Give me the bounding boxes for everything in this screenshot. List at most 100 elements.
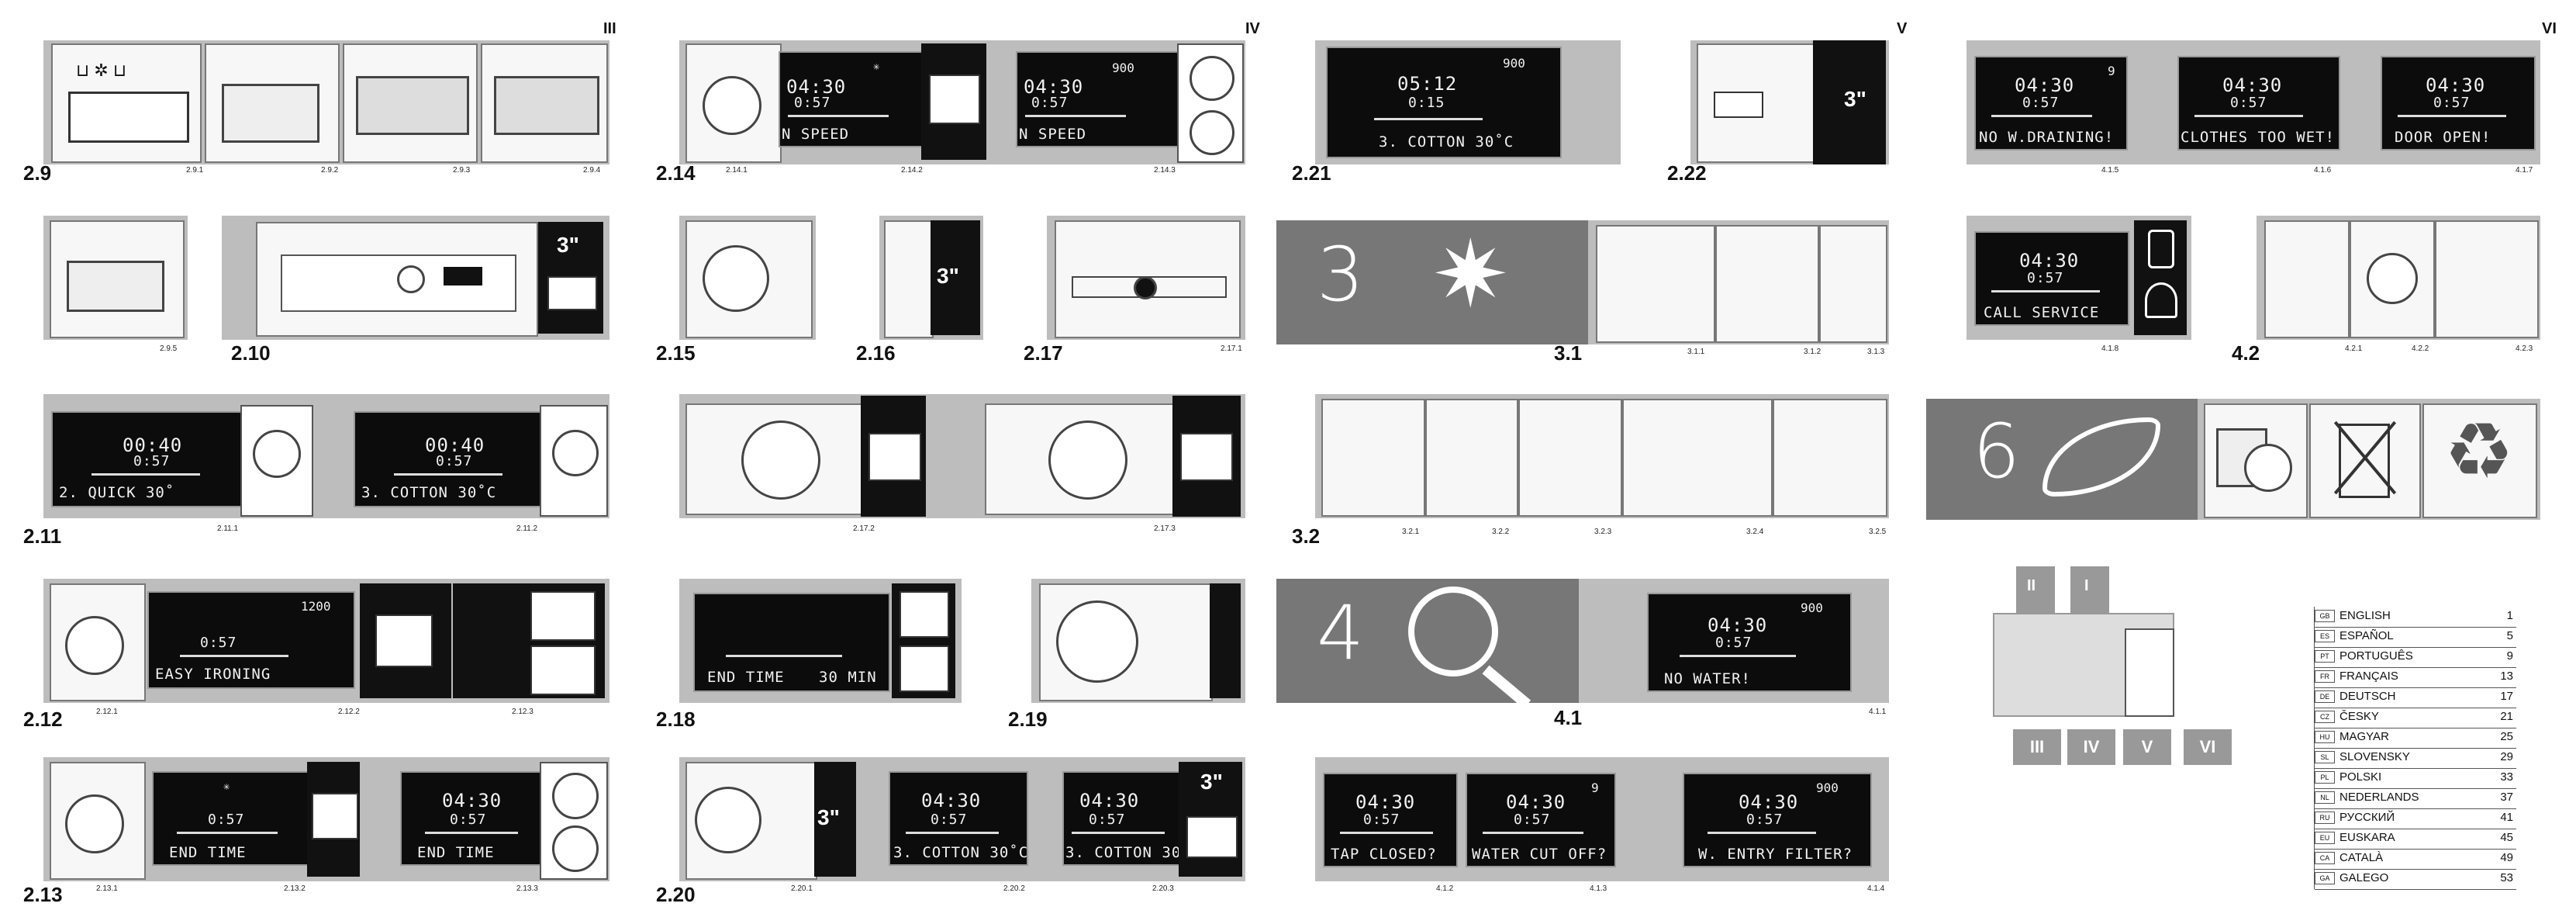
lcd-remaining: 0:57 <box>1715 635 1752 651</box>
lcd-display: 04:30 0:57 CLOTHES TOO WET! <box>2177 56 2340 151</box>
figure-number: 2.11 <box>23 524 62 548</box>
lcd-display: 04:30 0:57 3. COTTON 30˚C <box>889 771 1028 866</box>
knob-illustration <box>240 405 313 517</box>
figure-number: 4.2 <box>2232 341 2260 365</box>
filter-illustration <box>1425 399 1518 517</box>
knob-illustration <box>985 403 1174 515</box>
lcd-display: 9 04:30 0:57 WATER CUT OFF? <box>1466 773 1616 867</box>
option-button-panel <box>360 583 451 698</box>
knob-illustration <box>540 762 608 880</box>
language-page: 21 <box>2500 710 2513 723</box>
lcd-message: CALL SERVICE <box>1984 304 2100 321</box>
filter-illustration <box>1773 399 1887 517</box>
lcd-rpm: 1200 <box>301 599 331 614</box>
sub-label: 3.1.3 <box>1867 348 1885 356</box>
language-page: 37 <box>2500 791 2513 804</box>
language-code: HU <box>2315 731 2335 743</box>
sub-label: 2.9.5 <box>160 344 178 353</box>
language-name: CATALÀ <box>2339 851 2384 864</box>
lcd-display: 04:30 0:57 DOOR OPEN! <box>2381 56 2536 151</box>
tab-iii: III <box>2013 729 2061 765</box>
technician-icon <box>2145 282 2177 318</box>
lcd-remaining: 0:57 <box>436 453 473 469</box>
sub-label: 2.20.3 <box>1152 884 1174 893</box>
language-page: 25 <box>2500 730 2513 743</box>
lcd-time: 04:30 <box>1708 614 1768 636</box>
phone-icon <box>2148 230 2174 268</box>
lcd-rpm: 900 <box>1801 600 1823 615</box>
language-name: GALEGO <box>2339 871 2389 884</box>
lcd-message: N SPEED <box>1019 126 1087 143</box>
figure-number: 2.18 <box>656 708 696 731</box>
lcd-time: 04:30 <box>1506 791 1566 813</box>
language-page: 9 <box>2506 649 2513 663</box>
language-page: 13 <box>2500 670 2513 683</box>
sub-label: 3.1.1 <box>1687 348 1705 356</box>
filter-illustration <box>1622 399 1773 517</box>
language-name: NEDERLANDS <box>2339 791 2419 804</box>
sub-label: 4.1.7 <box>2516 166 2533 175</box>
sub-label: 4.1.6 <box>2314 166 2332 175</box>
lcd-rpm: 900 <box>1503 56 1525 71</box>
button-icon <box>547 276 597 310</box>
drawer-pull-illustration <box>205 43 340 163</box>
lcd-display: ✳ 0:57 END TIME <box>152 771 310 866</box>
sub-label: 2.17.1 <box>1221 344 1242 353</box>
drawer-reinsert-illustration <box>50 220 185 338</box>
figure-number: 2.17 <box>1024 341 1063 365</box>
sub-label: 2.14.1 <box>726 166 748 175</box>
sub-label: 2.9.2 <box>321 166 339 175</box>
lcd-message: NO W.DRAINING! <box>1979 129 2115 146</box>
language-name: ČESKY <box>2339 710 2379 723</box>
lcd-message: NO WATER! <box>1664 670 1751 687</box>
sub-label: 4.2.2 <box>2412 344 2429 353</box>
tab-v: V <box>2123 729 2171 765</box>
button-panel <box>861 396 926 517</box>
control-panel-illustration <box>256 222 538 337</box>
lcd-message: WATER CUT OFF? <box>1472 846 1607 863</box>
booklet-label-ii: II <box>2027 577 2036 594</box>
figure-number: 2.15 <box>656 341 696 365</box>
sparkle-icon: ✷ <box>1431 223 1510 327</box>
lcd-display: 04:30 0:57 CALL SERVICE <box>1974 231 2129 326</box>
lcd-time: 04:30 <box>921 790 982 812</box>
press-hold-panel: 3" <box>1179 762 1242 877</box>
lcd-time: 04:30 <box>1024 76 1084 98</box>
tab-vi: VI <box>2184 729 2232 765</box>
option-icons-panel <box>453 583 605 698</box>
figure-number: 3.2 <box>1292 524 1321 548</box>
sub-label: 2.12.2 <box>338 708 360 716</box>
language-code: PT <box>2315 650 2335 663</box>
language-name: MAGYAR <box>2339 730 2389 743</box>
lcd-time: 04:30 <box>1079 790 1140 812</box>
button-panel <box>307 762 360 877</box>
booklet-diagram: II I <box>1985 566 2179 722</box>
lcd-time: 05:12 <box>1397 73 1458 95</box>
figure-number: 3.1 <box>1554 341 1583 365</box>
lcd-display: 04:30 0:57 3. COTTON 30˚C <box>1062 771 1182 866</box>
language-code: PL <box>2315 771 2335 784</box>
lcd-message: END TIME <box>707 669 785 686</box>
lcd-display: 900 05:12 0:15 3. COTTON 30˚C <box>1326 47 1562 158</box>
lcd-remaining: 0:57 <box>2022 95 2060 111</box>
language-name: PORTUGUÊS <box>2339 649 2413 663</box>
lcd-value: 30 MIN <box>819 669 877 686</box>
figure-number: 2.12 <box>23 708 63 731</box>
page-number-4: IV <box>1245 20 1260 37</box>
lcd-message: N SPEED <box>782 126 850 143</box>
lcd-message: 3. COTTON 30˚C <box>1379 133 1514 151</box>
seconds-label: 3" <box>557 233 579 257</box>
lcd-remaining: 0:57 <box>133 453 171 469</box>
lcd-time: 04:30 <box>442 790 502 812</box>
sub-label: 2.11.1 <box>217 524 239 533</box>
language-code: DE <box>2315 690 2335 703</box>
lcd-remaining: 0:57 <box>1514 812 1551 828</box>
lcd-message: END TIME <box>417 844 495 861</box>
